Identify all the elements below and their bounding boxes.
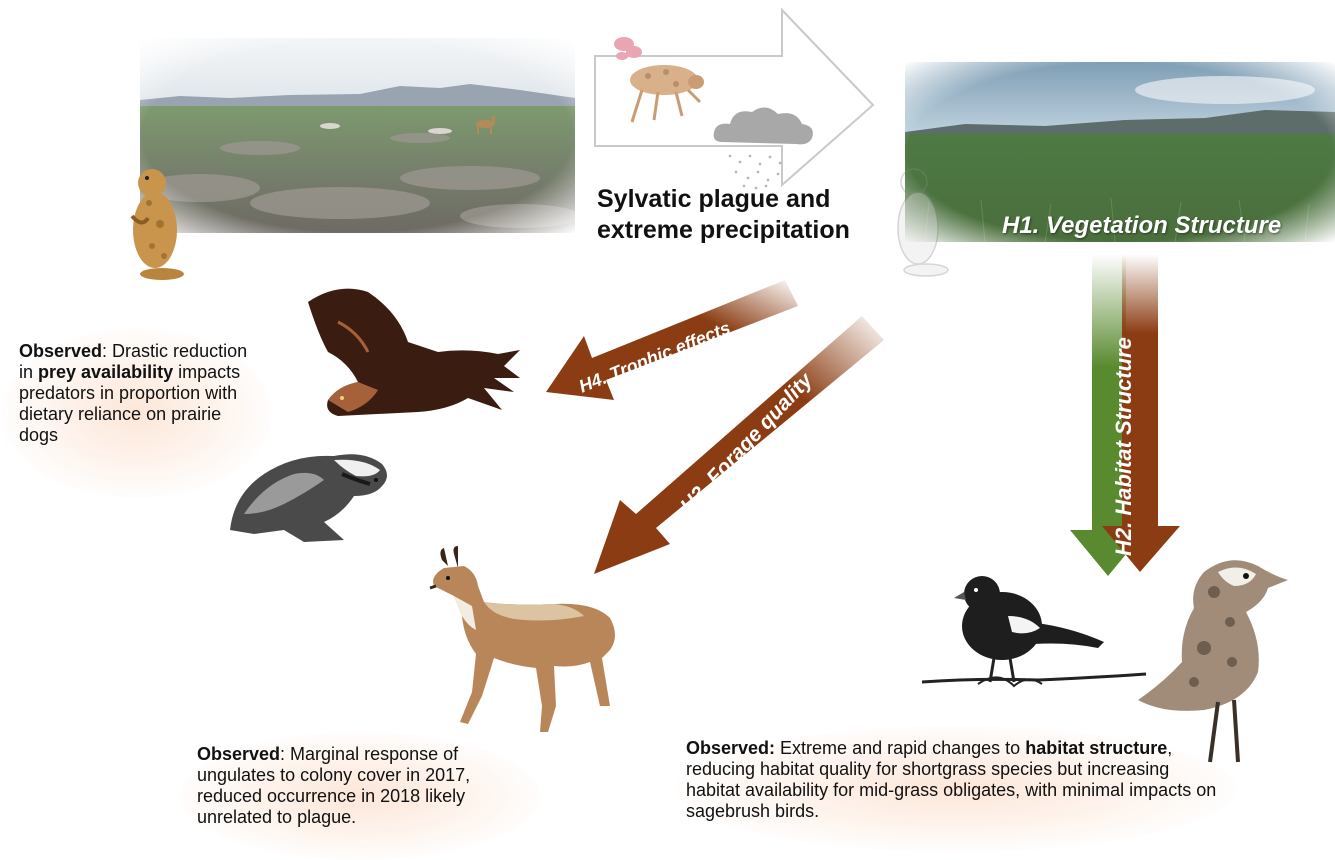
predators-observation: Observed: Drastic reduction in prey avai… — [19, 341, 249, 446]
birds-observation: Observed: Extreme and rapid changes to h… — [686, 738, 1226, 822]
driver-title-line1: Sylvatic plague and — [597, 184, 850, 215]
driver-title: Sylvatic plague and extreme precipitatio… — [597, 184, 850, 246]
mountain-plover-icon — [1134, 552, 1298, 764]
predators-emphasis: prey availability — [38, 362, 173, 382]
faded-prairie-dog-icon — [888, 158, 952, 280]
predators-observed-lead: Observed — [19, 341, 102, 361]
driver-title-line2: extreme precipitation — [597, 215, 850, 246]
ungulates-observed-lead: Observed — [197, 744, 280, 764]
pronghorn-icon — [424, 546, 628, 736]
hypothesis-h2-label: H2. Habitat Structure — [1111, 337, 1137, 556]
birds-observed-lead: Observed: — [686, 738, 775, 758]
colony-photo-before — [140, 38, 575, 233]
birds-text-1: Extreme and rapid changes to — [775, 738, 1025, 758]
ungulates-observation: Observed: Marginal response of ungulates… — [197, 744, 527, 828]
hypothesis-h1-label: H1. Vegetation Structure — [1002, 212, 1281, 240]
lark-bunting-icon — [918, 566, 1148, 706]
eagle-icon — [298, 282, 524, 426]
birds-emphasis: habitat structure — [1025, 738, 1167, 758]
prairie-dog-icon — [122, 158, 192, 283]
flea-icon — [618, 58, 710, 126]
rain-cloud-icon — [708, 100, 818, 192]
